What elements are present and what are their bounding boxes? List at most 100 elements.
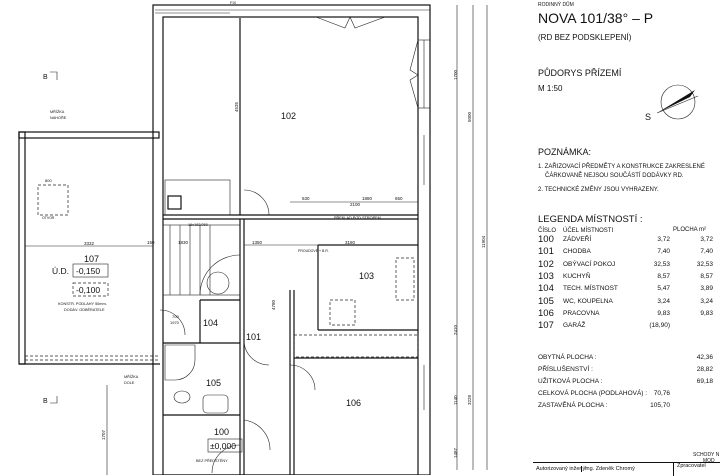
room-101-label: 101 — [246, 332, 261, 342]
legend-col-purpose: ÚČEL MÍSTNOSTI — [563, 228, 614, 234]
legend-room-number: 102 — [538, 258, 554, 270]
dim-2410: 2410 — [453, 324, 458, 335]
legend-room-area: 9,83 — [657, 309, 670, 317]
fix-label: FIX — [230, 0, 237, 5]
title-block-processor: Zpracovatel — [673, 463, 706, 476]
dim-1707: 1707 — [101, 429, 106, 440]
dimension-lines — [25, 5, 488, 475]
dim-1830: 1830 — [178, 240, 189, 245]
legend-room-area: 32,53 — [653, 260, 670, 268]
total-value: 70,76 — [653, 390, 670, 397]
entry-level: ±0,000 — [210, 441, 236, 451]
legend-room-name: WC, KOUPELNA — [563, 297, 613, 305]
dim-1880: 1880 — [362, 196, 373, 201]
grille-top-2: NAHOŘE — [50, 115, 67, 120]
total-label: ZASTAVĚNÁ PLOCHA : — [538, 402, 608, 409]
dim-3332: 3332 — [84, 241, 95, 246]
sink-icon — [395, 257, 415, 301]
entry-lintel-label: BEZ PŘEDSTĚNY — [196, 458, 228, 463]
dim-1140: 1140 — [453, 395, 458, 405]
stove-icon — [167, 195, 182, 210]
fireplace-area — [164, 179, 231, 216]
dim-150: 150 — [147, 240, 155, 245]
note-1: 1. ZAŘIZOVACÍ PŘEDMĚTY A KONSTRUKCE ZAKR… — [538, 164, 705, 170]
note-1-cont: ČÁRKOVANĚ NEJSOU SOUČÁSTÍ DODÁVKY RD. — [545, 173, 684, 179]
total-value: 28,82 — [696, 366, 713, 373]
legend-room-number: 107 — [538, 320, 554, 332]
washbasin-icon — [202, 394, 229, 414]
total-value: 42,36 — [696, 354, 713, 361]
ud-label: Ú.D. — [52, 266, 69, 276]
openings — [155, 9, 430, 474]
garage-note-2: DODÁV. ODBĚRATELE — [64, 307, 105, 312]
total-value: 69,18 — [696, 378, 713, 385]
legend-room-name: KUCHYŇ — [563, 272, 591, 280]
garage-note-1: KONSTR. PODLAHY 50mm- — [58, 302, 108, 306]
legend-room-area-net: 32,53 — [696, 260, 713, 268]
legend-room-area-net: 8,57 — [700, 272, 713, 280]
opening-label: OTVOR — [42, 216, 55, 220]
project-category: RODINNÝ DŮM — [538, 2, 574, 8]
legend-room-area: 8,57 — [657, 272, 670, 280]
room-103-label: 103 — [359, 271, 374, 281]
grille-top-1: MŘÍŽKA — [50, 109, 65, 114]
total-label: OBYTNÁ PLOCHA : — [538, 354, 597, 361]
dim-4535: 4535 — [234, 101, 239, 112]
floor-opening — [37, 184, 69, 216]
legend-room-name: OBÝVACÍ POKOJ — [563, 260, 616, 268]
dim-5000: 5000 — [467, 111, 472, 122]
dim-11904: 11904 — [481, 235, 486, 248]
drawing-title: PŮDORYS PŘÍZEMÍ — [538, 68, 622, 78]
dim-1700: 1700 — [453, 69, 458, 80]
boiler-icon — [206, 271, 230, 295]
room-106-label: 106 — [346, 398, 361, 408]
dim-650: 650 — [395, 196, 403, 201]
legend-col-area: PLOCHA m² — [673, 227, 707, 233]
dim-1970: 1970 — [170, 320, 180, 325]
legend-room-number: 105 — [538, 295, 554, 307]
legend-room-name: ZÁDVEŘÍ — [563, 236, 592, 243]
legend-room-area-net: 9,83 — [700, 309, 713, 317]
dim-700: 700 — [172, 314, 179, 319]
legend-room-area: (18,90) — [649, 322, 670, 330]
legend-room-name: CHODBA — [563, 248, 591, 256]
legend-room-number: 101 — [538, 246, 554, 258]
room-104-label: 104 — [203, 318, 218, 328]
project-subtitle: (RD BEZ PODSKLEPENÍ) — [538, 33, 632, 42]
legend-room-number: 106 — [538, 307, 554, 319]
drawing-scale: M 1:50 — [538, 84, 563, 93]
legend-room-number: 104 — [538, 283, 554, 295]
shower-icon — [164, 344, 196, 381]
legend-room-area: 5,47 — [657, 285, 670, 293]
garage-level: -0,150 — [76, 266, 100, 276]
garage-sub-level: -0,100 — [76, 285, 100, 295]
legend-col-number: ČÍSLO — [538, 228, 557, 234]
total-label: UŽITKOVÁ PLOCHA : — [538, 378, 603, 385]
legend-room-area-net: 3,89 — [700, 285, 713, 293]
legend-room-name: GARÁŽ — [563, 322, 586, 330]
stairs-note-2: MOD — [703, 458, 715, 464]
stairs — [162, 224, 241, 296]
total-value: 105,70 — [650, 402, 670, 409]
section-mark-b-top: B — [43, 74, 48, 81]
project-title: NOVA 101/38° – P — [538, 10, 654, 26]
section-mark-b-bottom: B — [43, 398, 48, 405]
dim-2100: 2100 — [350, 202, 361, 207]
grille-bottom-2: DOLE — [124, 381, 135, 385]
legend-room-name: TECH. MÍSTNOST — [563, 285, 618, 293]
legend-room-number: 103 — [538, 270, 554, 282]
dim-1350: 1350 — [252, 240, 263, 245]
dim-1487: 1487 — [453, 447, 458, 458]
info-panel: RODINNÝ DŮM NOVA 101/38° – P (RD BEZ POD… — [533, 0, 720, 475]
legend-room-area: 7,40 — [657, 248, 670, 256]
boiler-label: PROUDOVÉ + B.R. — [298, 248, 329, 253]
hob-icon — [329, 299, 356, 326]
stairs-note-1: SCHODY N — [693, 452, 720, 458]
toilet-icon — [173, 390, 191, 404]
dim-3228: 3228 — [467, 394, 472, 405]
legend-room-area-net: 3,72 — [700, 236, 713, 243]
dim-630: 630 — [302, 196, 310, 201]
house-walls — [152, 4, 431, 475]
dim-3180: 3180 — [345, 240, 356, 245]
